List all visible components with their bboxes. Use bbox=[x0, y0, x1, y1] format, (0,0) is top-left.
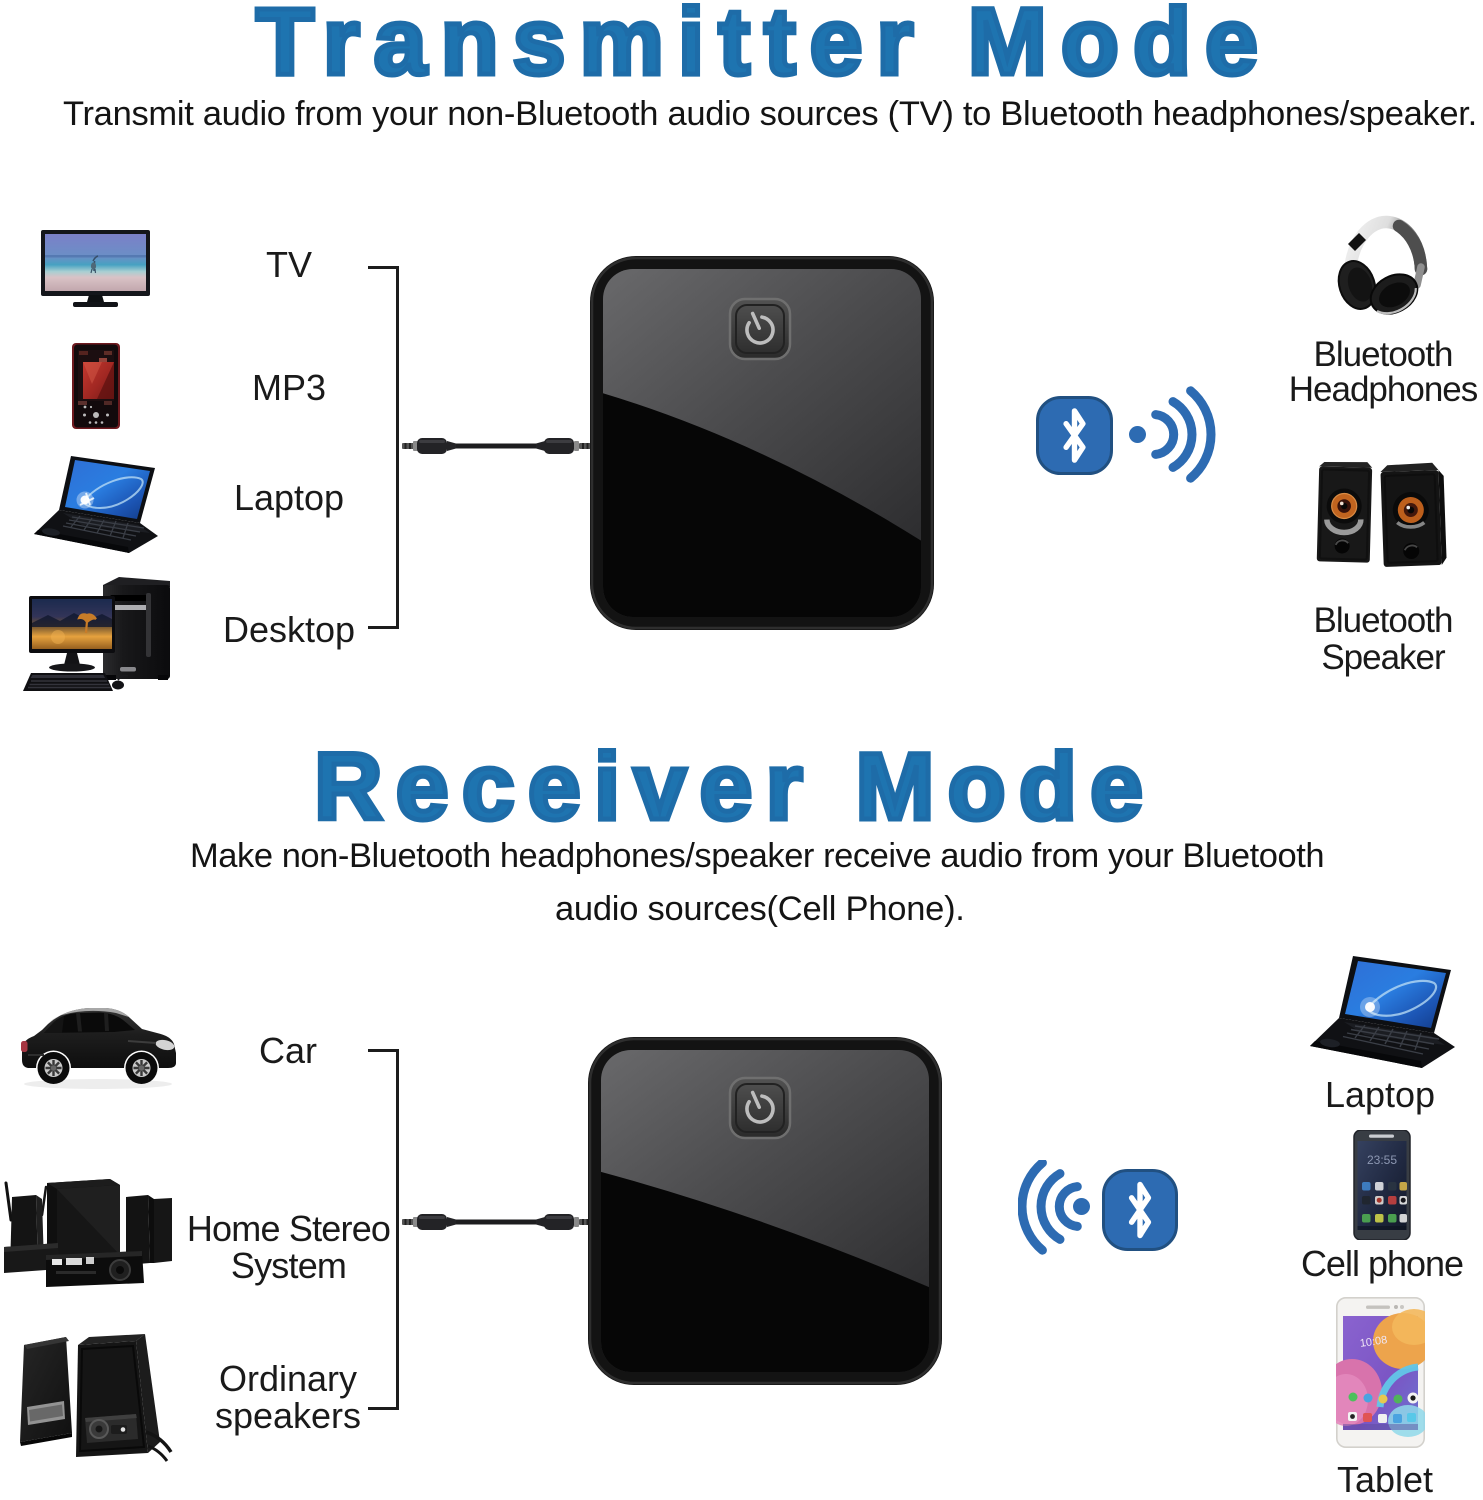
svg-text:10:08: 10:08 bbox=[1359, 1334, 1388, 1350]
svg-text:23:55: 23:55 bbox=[1367, 1153, 1397, 1167]
